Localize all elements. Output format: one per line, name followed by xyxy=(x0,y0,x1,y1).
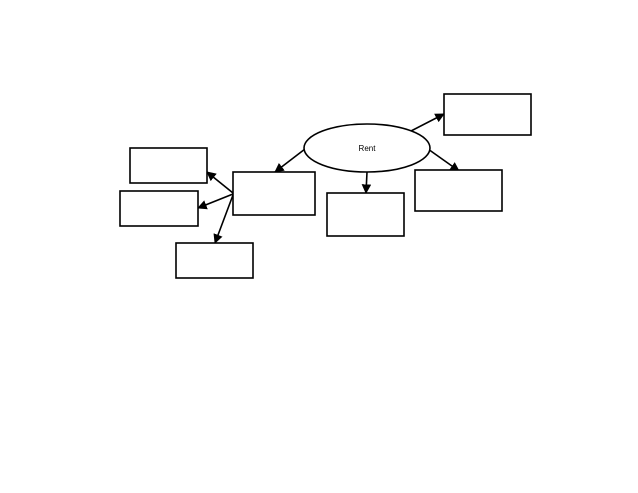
central-node-label: Rent xyxy=(359,144,377,153)
box-bottom-left-rect xyxy=(175,242,254,279)
box-mid-right xyxy=(414,169,503,212)
box-far-left-mid-rect xyxy=(119,190,199,227)
arrow-rent-to-below-center xyxy=(361,171,372,194)
box-below-center-rect xyxy=(326,192,405,237)
box-far-left-top-rect xyxy=(129,147,208,184)
box-below-center xyxy=(326,192,405,237)
box-center-left xyxy=(232,171,316,216)
arrow-center-left-to-far-left-top xyxy=(206,171,234,194)
arrow-center-left-to-far-left-mid xyxy=(197,193,234,210)
box-far-left-mid xyxy=(119,190,199,227)
box-center-left-rect xyxy=(232,171,316,216)
central-node: Rent xyxy=(303,123,431,173)
box-mid-right-rect xyxy=(414,169,503,212)
box-top-right-rect xyxy=(443,93,532,136)
arrow-rent-to-center-left xyxy=(274,148,306,173)
box-top-right xyxy=(443,93,532,136)
arrow-center-left-to-bottom-left xyxy=(213,194,234,244)
central-node-ellipse xyxy=(303,123,431,173)
box-far-left-top xyxy=(129,147,208,184)
arrow-rent-to-mid-right xyxy=(427,148,460,172)
arrow-rent-to-top-right xyxy=(410,113,445,132)
box-bottom-left xyxy=(175,242,254,279)
